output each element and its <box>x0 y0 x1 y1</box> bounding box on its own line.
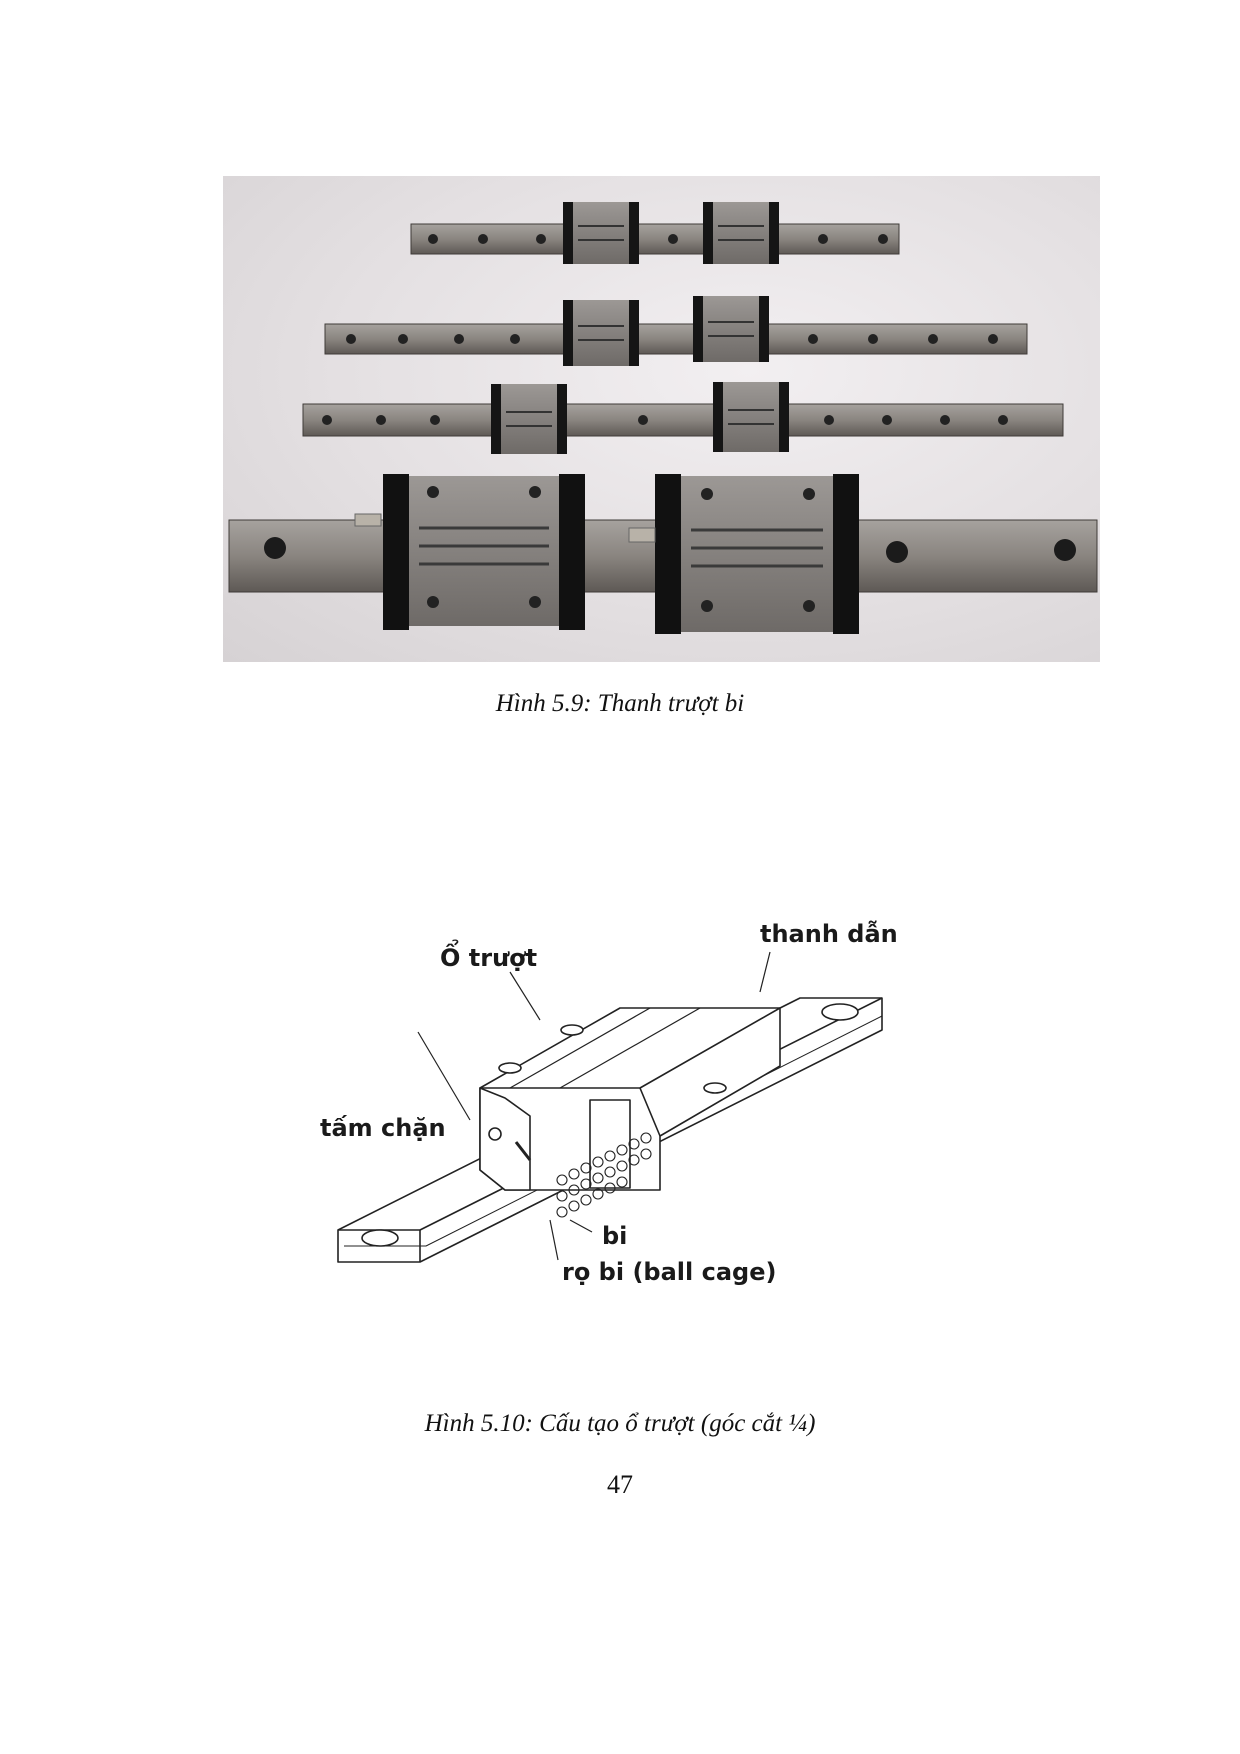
page-number: 47 <box>607 1470 633 1499</box>
rail-3 <box>302 382 1064 454</box>
carriage-cutaway-diagram: Ổ trượt thanh dẫn tấm chặn bi rọ bi (bal… <box>320 920 910 1370</box>
label-carriage: Ổ trượt <box>440 944 538 972</box>
label-rail: thanh dẫn <box>760 920 898 948</box>
label-end-plate: tấm chặn <box>320 1114 446 1142</box>
rail-2 <box>324 296 1028 366</box>
label-ball-cage: rọ bi (ball cage) <box>562 1258 777 1286</box>
figure-caption-5-9: Hình 5.9: Thanh trượt bi <box>495 690 745 717</box>
rail-4 <box>228 474 1098 634</box>
ball-rows <box>556 1132 652 1218</box>
linear-rail-photo <box>223 176 1100 662</box>
label-ball: bi <box>602 1222 628 1250</box>
carriage-cutaway-drawing <box>337 951 883 1263</box>
linear-rail-photo-drawing <box>228 202 1098 634</box>
rail-1 <box>410 202 900 264</box>
figure-caption-5-10: Hình 5.10: Cấu tạo ổ trượt (góc cắt ¼) <box>424 1410 816 1437</box>
